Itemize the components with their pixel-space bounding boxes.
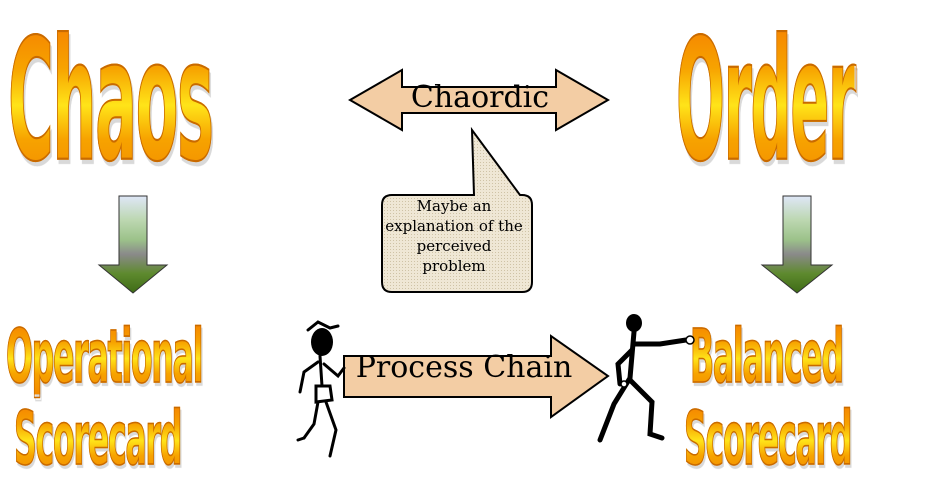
balanced-scorecard-line2: Scorecard: [684, 395, 853, 483]
chaordic-label: Chaordic: [410, 80, 550, 115]
balanced-scorecard-line1: Balanced: [690, 313, 845, 401]
chaos-title: Chaos: [8, 3, 215, 199]
operational-scorecard-line2: Scorecard: [14, 395, 183, 483]
operational-scorecard-line1: Operational: [6, 313, 204, 401]
process-chain-label: Process Chain: [355, 350, 573, 385]
callout-text: Maybe an explanation of the perceived pr…: [385, 197, 523, 275]
order-title: Order: [676, 3, 857, 199]
